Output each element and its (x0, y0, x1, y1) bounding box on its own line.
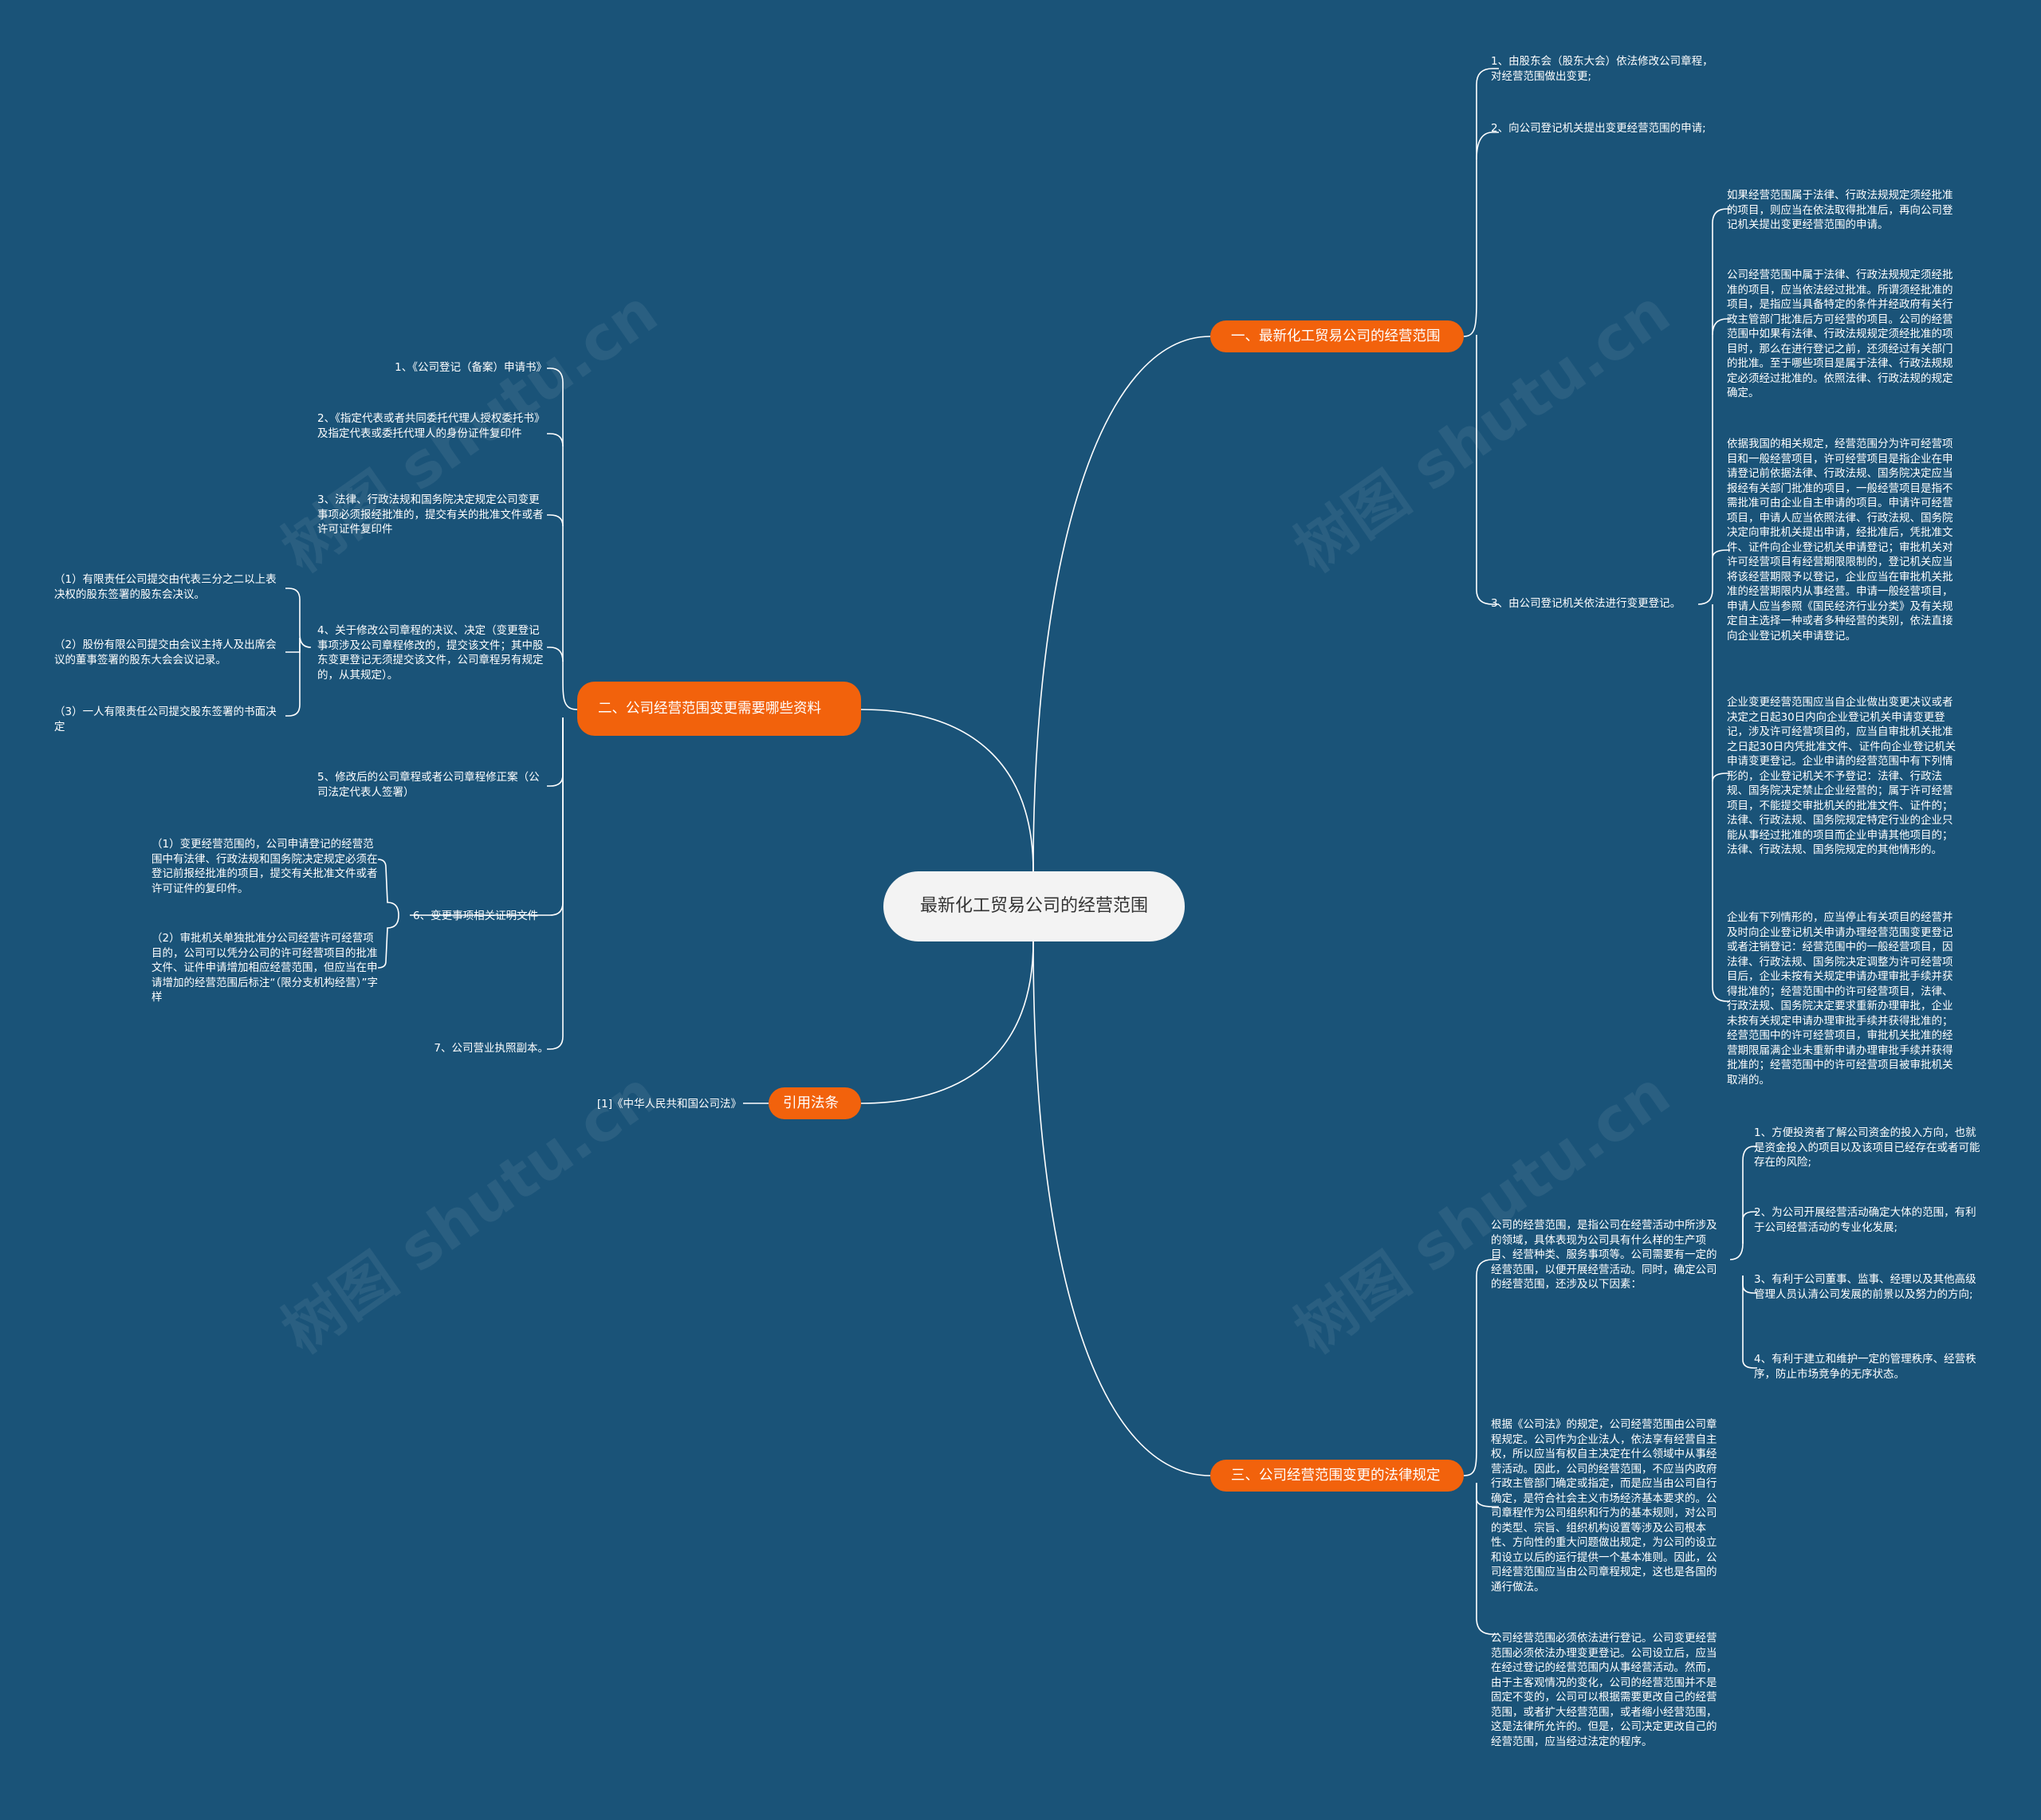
connector (377, 859, 399, 916)
connector (1032, 941, 1211, 1476)
sub-item[interactable]: （1）变更经营范围的，公司申请登记的经营范围中有法律、行政法规和国务院决定规定必… (151, 838, 378, 895)
connector (860, 941, 1034, 1104)
connector (1712, 549, 1730, 559)
detail-text[interactable]: 依据我国的相关规定，经营范围分为许可经营项目和一般经营项目，许可经营项目是指企业… (1727, 438, 1953, 643)
topic-label: 二、公司经营范围变更需要哪些资料 (598, 701, 821, 717)
list-item[interactable]: 2、《指定代表或者共同委托代理人授权委托书》及指定代表或委托代理人的身份证件复印… (317, 412, 545, 440)
connector (547, 717, 564, 1050)
detail-text[interactable]: 公司经营范围中属于法律、行政法规规定须经批准的项目，应当依法经过批准。所谓须经批… (1727, 269, 1953, 399)
root-label: 最新化工贸易公司的经营范围 (919, 896, 1148, 916)
list-item[interactable]: 1、《公司登记（备案）申请书》 (395, 361, 547, 374)
topic-label: 三、公司经营范围变更的法律规定 (1231, 1468, 1441, 1484)
connector (1476, 1483, 1499, 1507)
detail-text[interactable]: 企业有下列情形的，应当停止有关项目的经营并及时向企业登记机关申请办理经营范围变更… (1727, 911, 1953, 1087)
connector (410, 717, 564, 916)
list-item[interactable]: 3、由公司登记机关依法进行变更登记。 (1491, 597, 1681, 610)
connector (547, 368, 578, 710)
factor-item[interactable]: 4、有利于建立和维护一定的管理秩序、经营秩序，防止市场竞争的无序状态。 (1754, 1353, 1976, 1381)
connector (285, 588, 312, 648)
list-item[interactable]: 公司的经营范围，是指公司在经营活动中所涉及的领域，具体表现为公司具有什么样的生产… (1491, 1219, 1717, 1291)
connector (1712, 604, 1730, 1002)
connector (860, 709, 1034, 872)
factor-item[interactable]: 2、为公司开展经营活动确定大体的范围，有利于公司经营活动的专业化发展; (1754, 1206, 1976, 1234)
root-node[interactable]: 最新化工贸易公司的经营范围 (883, 871, 1185, 941)
list-item[interactable]: 4、关于修改公司章程的决议、决定（变更登记事项涉及公司章程修改的，提交该文件；其… (317, 624, 544, 682)
list-item[interactable]: 5、修改后的公司章程或者公司章程修正案（公司法定代表人签署） (317, 771, 540, 799)
connector (1729, 1146, 1757, 1260)
sub-item[interactable]: （3）一人有限责任公司提交股东签署的书面决定 (54, 706, 277, 733)
list-item[interactable]: 公司经营范围必须依法进行登记。公司变更经营范围必须依法办理变更登记。公司设立后，… (1491, 1632, 1717, 1748)
topic-label: 一、最新化工贸易公司的经营范围 (1231, 328, 1441, 344)
connector (1476, 335, 1499, 605)
factor-item[interactable]: 1、方便投资者了解公司资金的投入方向，也就是资金投入的项目以及该项目已经存在或者… (1754, 1126, 1980, 1169)
sub-item[interactable]: （2）股份有限公司提交由会议主持人及出席会议的董事签署的股东大会会议记录。 (54, 639, 277, 666)
connector (547, 647, 564, 662)
connector (1697, 208, 1730, 605)
factor-item[interactable]: 3、有利于公司董事、监事、经理以及其他高级管理人员认清公司发展的前景以及努力的方… (1754, 1273, 1976, 1301)
list-item[interactable]: [1]《中华人民共和国公司法》 (596, 1098, 741, 1110)
detail-text[interactable]: 企业变更经营范围应当自企业做出变更决议或者决定之日起30日内向企业登记机关申请变… (1727, 696, 1956, 856)
connector (1742, 1276, 1757, 1369)
connector (377, 914, 399, 969)
sub-item[interactable]: （1）有限责任公司提交由代表三分之二以上表决权的股东签署的股东会决议。 (54, 573, 277, 601)
connector (1463, 68, 1499, 337)
connector (1712, 318, 1730, 336)
detail-text[interactable]: 如果经营范围属于法律、行政法规规定须经批准的项目，则应当在依法取得批准后，再向公… (1727, 189, 1953, 231)
topic-label: 引用法条 (783, 1095, 839, 1111)
connector (1032, 336, 1211, 872)
connector (1712, 772, 1730, 782)
connector (1476, 132, 1499, 160)
list-item[interactable]: 3、法律、行政法规和国务院决定规定公司变更事项必须报经批准的，提交有关的批准文件… (317, 493, 544, 536)
topic-required-documents[interactable]: 二、公司经营范围变更需要哪些资料 (577, 682, 861, 736)
list-item[interactable]: 根据《公司法》的规定，公司经营范围由公司章程规定。公司作为企业法人，依法享有经营… (1491, 1418, 1717, 1594)
list-item[interactable]: 1、由股东会（股东大会）依法修改公司章程，对经营范围做出变更; (1491, 55, 1713, 83)
list-item[interactable]: 6、变更事项相关证明文件 (413, 910, 539, 922)
connector (547, 514, 564, 527)
connector (547, 433, 564, 447)
list-item[interactable]: 7、公司营业执照副本。 (434, 1042, 549, 1055)
connector (1476, 1483, 1499, 1635)
connector (1742, 1211, 1757, 1244)
topic-cited-law[interactable]: 引用法条 (769, 1087, 861, 1119)
connector (285, 638, 301, 717)
connector (285, 638, 301, 653)
topic-business-scope[interactable]: 一、最新化工贸易公司的经营范围 (1210, 320, 1464, 352)
connector (1463, 1259, 1499, 1476)
connector (547, 717, 564, 787)
sub-item[interactable]: （2）审批机关单独批准分公司经营许可经营项目的，公司可以凭分公司的许可经营项目的… (151, 932, 378, 1004)
topic-legal-provisions[interactable]: 三、公司经营范围变更的法律规定 (1210, 1460, 1464, 1492)
list-item[interactable]: 2、向公司登记机关提出变更经营范围的申请; (1491, 122, 1706, 135)
